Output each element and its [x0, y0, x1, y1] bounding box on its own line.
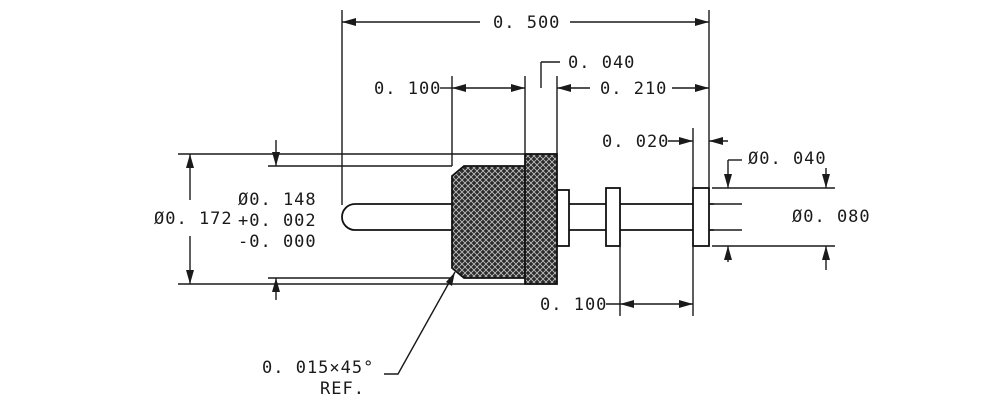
- dim-flange-thickness: 0. 040: [524, 53, 635, 154]
- dim-collar-width: 0. 020: [602, 128, 728, 188]
- label-body-tol-plus: +0. 002: [238, 211, 317, 231]
- dim-body-length: 0. 100: [374, 76, 525, 166]
- dim-pin-diameter: Ø0. 080: [712, 203, 871, 270]
- part-outline: [341, 153, 714, 285]
- dim-flange-diameter: Ø0. 172: [154, 153, 525, 285]
- knurled-flange: [524, 153, 558, 285]
- label-body-length: 0. 100: [374, 79, 441, 99]
- label-flange-thickness: 0. 040: [568, 53, 635, 73]
- collar-2: [692, 187, 710, 247]
- label-chamfer: 0. 015×45°: [262, 358, 374, 378]
- chamfer-callout: 0. 015×45° REF.: [262, 271, 456, 399]
- dim-pin-length: 0. 210: [557, 79, 709, 99]
- dim-body-diameter: Ø0. 148 +0. 002 -0. 000: [238, 140, 452, 300]
- label-flange-diameter: Ø0. 172: [154, 209, 233, 229]
- label-pin-diameter: Ø0. 080: [792, 207, 871, 227]
- label-collar-width: 0. 020: [602, 132, 669, 152]
- label-collar-spacing: 0. 100: [540, 295, 607, 315]
- label-body-diameter: Ø0. 148: [238, 190, 317, 210]
- label-body-tol-minus: -0. 000: [238, 232, 317, 252]
- knurled-body: [451, 165, 526, 279]
- collar-1: [605, 187, 621, 247]
- label-chamfer-ref: REF.: [320, 379, 365, 399]
- dim-collar-spacing: 0. 100: [540, 246, 694, 316]
- dim-overall-length: 0. 500: [341, 10, 710, 205]
- shoulder: [556, 189, 570, 247]
- dim-collar-diameter: Ø0. 040: [712, 149, 835, 189]
- label-pin-length: 0. 210: [600, 79, 667, 99]
- left-pin: [341, 203, 452, 231]
- label-collar-diameter: Ø0. 040: [748, 149, 827, 169]
- label-overall-length: 0. 500: [493, 13, 560, 33]
